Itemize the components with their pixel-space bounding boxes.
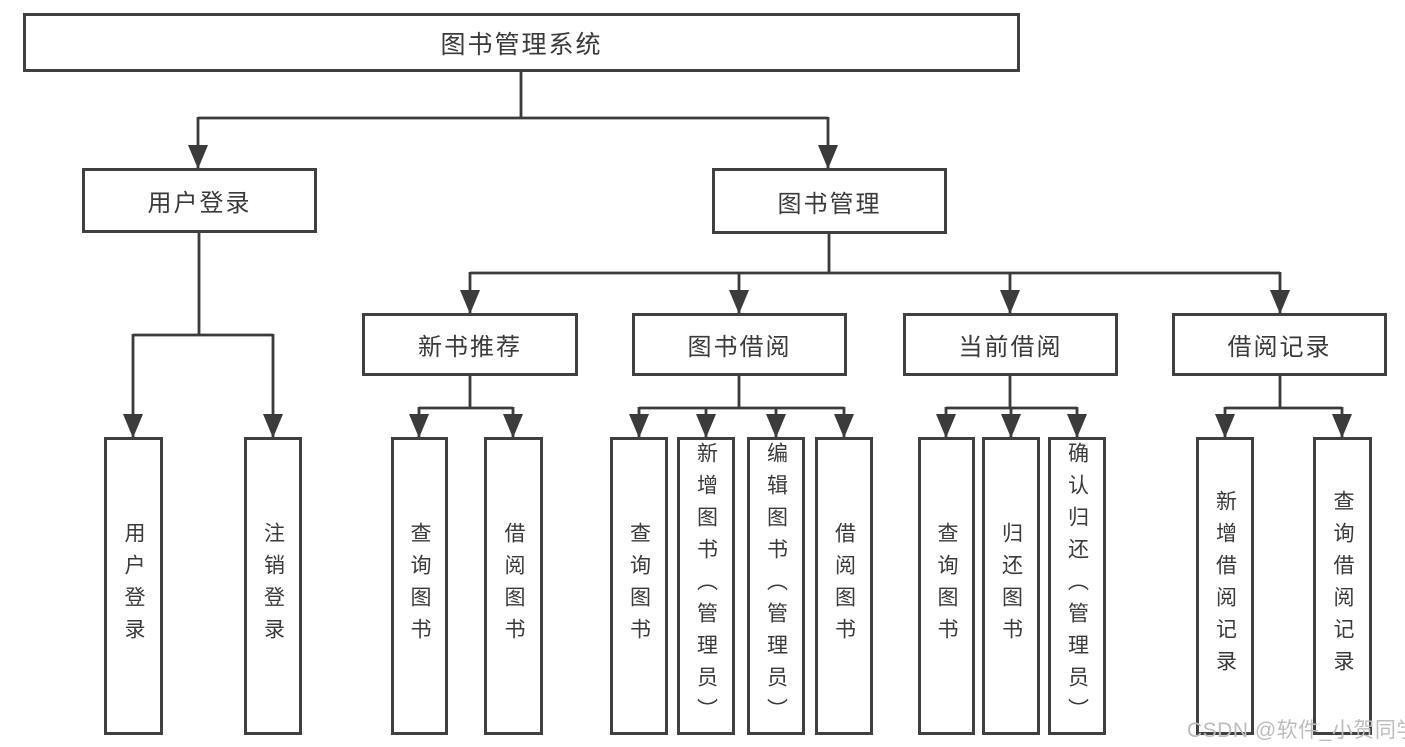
connector-root-fork: [198, 72, 828, 120]
csdn-watermark: CSDN @软件_小贺同学: [1187, 719, 1405, 742]
node-label: 注销登录: [261, 522, 285, 650]
node-label: 图书管理: [777, 190, 882, 218]
node-label: 用户登录: [122, 522, 145, 650]
connector-new-book-fork: [419, 376, 513, 410]
leaf-add-borrow-record: 新增借阅记录: [1196, 437, 1254, 735]
node-label: 查询图书: [408, 522, 431, 650]
leaf-return-books: 归还图书: [982, 437, 1040, 735]
connector-book-borrow-fork: [639, 376, 844, 410]
node-label: 查询借阅记录: [1331, 490, 1354, 682]
node-user-login: 用户登录: [82, 168, 317, 233]
node-borrow-records: 借阅记录: [1172, 313, 1387, 376]
leaf-confirm-return-admin: 确认归还（管理员）: [1048, 437, 1106, 735]
leaf-logout: 注销登录: [244, 437, 302, 735]
leaf-query-books: 查询图书: [918, 437, 975, 735]
node-label: 借阅记录: [1227, 334, 1332, 361]
leaf-borrow-books: 借阅图书: [484, 437, 543, 735]
node-label: 编辑图书（管理员）: [764, 442, 788, 730]
node-label: 借阅图书: [502, 522, 525, 650]
node-book-management: 图书管理: [712, 168, 947, 234]
node-label: 新增图书（管理员）: [694, 442, 718, 730]
node-book-borrow: 图书借阅: [632, 313, 847, 376]
connector-current-borrow-fork: [946, 376, 1077, 410]
leaf-add-books-admin: 新增图书（管理员）: [677, 437, 735, 735]
node-label: 图书借阅: [687, 334, 792, 361]
node-label: 确认归还（管理员）: [1065, 442, 1089, 730]
leaf-query-books: 查询图书: [391, 437, 448, 735]
node-label: 查询图书: [627, 522, 651, 650]
node-current-borrow: 当前借阅: [903, 313, 1118, 376]
node-label: 查询图书: [935, 522, 958, 650]
node-label: 归还图书: [999, 522, 1023, 650]
node-label: 当前借阅: [958, 334, 1063, 361]
leaf-borrow-books: 借阅图书: [815, 437, 873, 735]
node-label: 新增借阅记录: [1213, 490, 1237, 682]
node-label: 借阅图书: [832, 522, 856, 650]
leaf-user-login: 用户登录: [104, 437, 163, 735]
connector-user-login-fork: [133, 233, 273, 337]
connector-borrow-records-fork: [1225, 376, 1342, 410]
leaf-query-books: 查询图书: [610, 437, 668, 735]
leaf-query-borrow-record: 查询借阅记录: [1313, 437, 1372, 735]
node-label: 用户登录: [147, 190, 252, 217]
connector-book-mgmt-fork: [470, 234, 1280, 275]
node-label: 新书推荐: [418, 334, 522, 361]
leaf-edit-books-admin: 编辑图书（管理员）: [747, 437, 805, 735]
node-label: 图书管理系统: [440, 30, 603, 59]
node-new-book-recommend: 新书推荐: [362, 313, 578, 376]
node-root-system: 图书管理系统: [23, 13, 1020, 72]
